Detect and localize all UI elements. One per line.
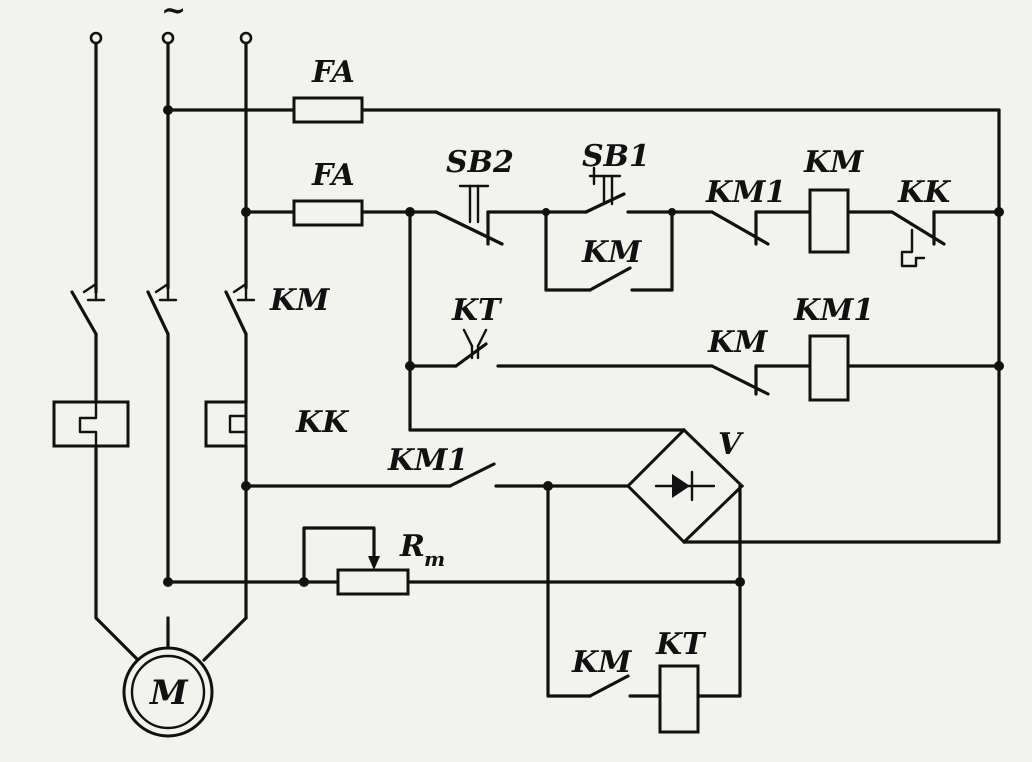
contact-km1-dc-label: KM1 (387, 443, 468, 478)
coil-km (808, 188, 850, 254)
contact-km-hold: KM (544, 210, 674, 292)
main-contacts-label: KM (269, 283, 330, 318)
resistor-label: R (399, 529, 425, 564)
contact-km1-interlock: KM1 (670, 175, 812, 246)
top-bus: FA (163, 55, 1001, 544)
stop-button-sb2: SB2 (434, 145, 548, 246)
contact-km-interlock: KM (707, 325, 812, 396)
supply-symbol: ~ (161, 0, 186, 28)
motor-label: M (149, 673, 189, 713)
start-button-label: SB1 (582, 139, 650, 174)
contact-km-interlock-label: KM (707, 325, 768, 360)
coil-km1 (808, 334, 850, 402)
main-contacts-km: KM (70, 282, 330, 584)
start-button-sb1: SB1 (544, 139, 674, 214)
control-line-1: FA SB2 SB1 (241, 139, 1004, 292)
fuse-fa-control-label: FA (311, 158, 355, 193)
control-line-2: KT KM KM1 (405, 210, 1004, 432)
thermal-heater-2 (204, 400, 248, 448)
timer-contact-label: KT (451, 293, 503, 328)
supply-terminals: ~ (89, 0, 253, 290)
coil-kt (658, 664, 700, 734)
fuse-fa-top (292, 96, 364, 124)
thermal-relay-kk: KK (52, 400, 350, 448)
fuse-fa-control (292, 199, 364, 227)
thermal-contact-label: KK (897, 175, 952, 210)
stop-button-label: SB2 (446, 145, 514, 180)
motor-m: M (94, 444, 248, 738)
contact-km1-dc: KM1 (241, 443, 630, 620)
thermal-relay-label: KK (295, 405, 350, 440)
terminal-l3 (239, 31, 253, 45)
coil-km1-label: KM1 (793, 293, 874, 328)
thermal-contact-kk: KK (890, 175, 1001, 268)
terminal-l1 (89, 31, 103, 45)
coil-kt-label: KT (655, 627, 707, 662)
resistor-subscript: т (424, 547, 445, 571)
fuse-fa-top-label: FA (311, 55, 355, 90)
contact-km-timer-label: KM (571, 645, 632, 680)
contact-km1-interlock-label: KM1 (705, 175, 786, 210)
coil-km-label: KM (803, 145, 864, 180)
terminal-l2 (161, 31, 175, 45)
contact-km-hold-label: KM (581, 235, 642, 270)
timer-contact-kt: KT (451, 293, 714, 368)
rectifier-bridge-v: V (408, 427, 1001, 545)
thermal-heater-1 (52, 400, 130, 448)
resistor-body (336, 568, 410, 596)
rectifier-label: V (718, 427, 744, 462)
timer-branch: KM KT (546, 484, 742, 734)
resistor-rt: R т (163, 484, 745, 698)
